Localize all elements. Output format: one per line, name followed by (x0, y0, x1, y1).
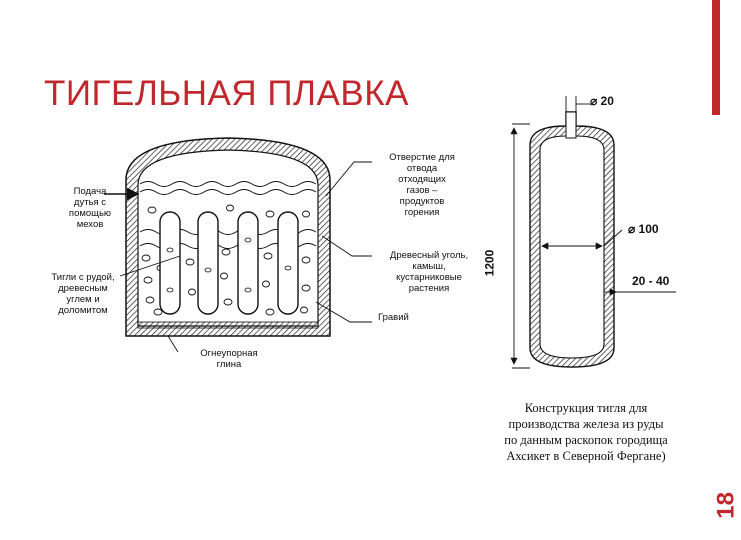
label-vent: Отверстие для отвода отходящих газов – п… (389, 152, 455, 218)
diagram-canvas (104, 96, 676, 369)
slide-title: ТИГЕЛЬНАЯ ПЛАВКА (44, 74, 409, 113)
label-gravel: Гравий (378, 312, 409, 323)
crucible-caption: Конструкция тигля для производства желез… (504, 401, 668, 463)
dimension-diameter: ⌀ 100 (628, 222, 659, 236)
slide-number: 18 (713, 492, 740, 519)
label-charcoal: Древесный уголь, камыш, кустарниковые ра… (389, 250, 469, 294)
label-clay: Огнеупорная глина (200, 348, 258, 370)
charcoal-pieces (141, 204, 311, 316)
dimension-lines (510, 96, 676, 369)
dimension-neck: ⌀ 20 (590, 94, 614, 108)
accent-bar (712, 0, 720, 115)
dimension-height: 1200 (482, 249, 497, 277)
dimension-wall: 20 - 40 (632, 274, 670, 288)
furnace-crucibles (159, 211, 299, 315)
crucible-drawing (529, 111, 615, 368)
leader-lines (104, 161, 372, 353)
furnace-body (125, 137, 331, 337)
label-crucibles: Тигли с рудой, древесным углем и доломит… (51, 272, 115, 316)
label-air-blast: Подача дутья с помощью мехов (68, 186, 112, 230)
